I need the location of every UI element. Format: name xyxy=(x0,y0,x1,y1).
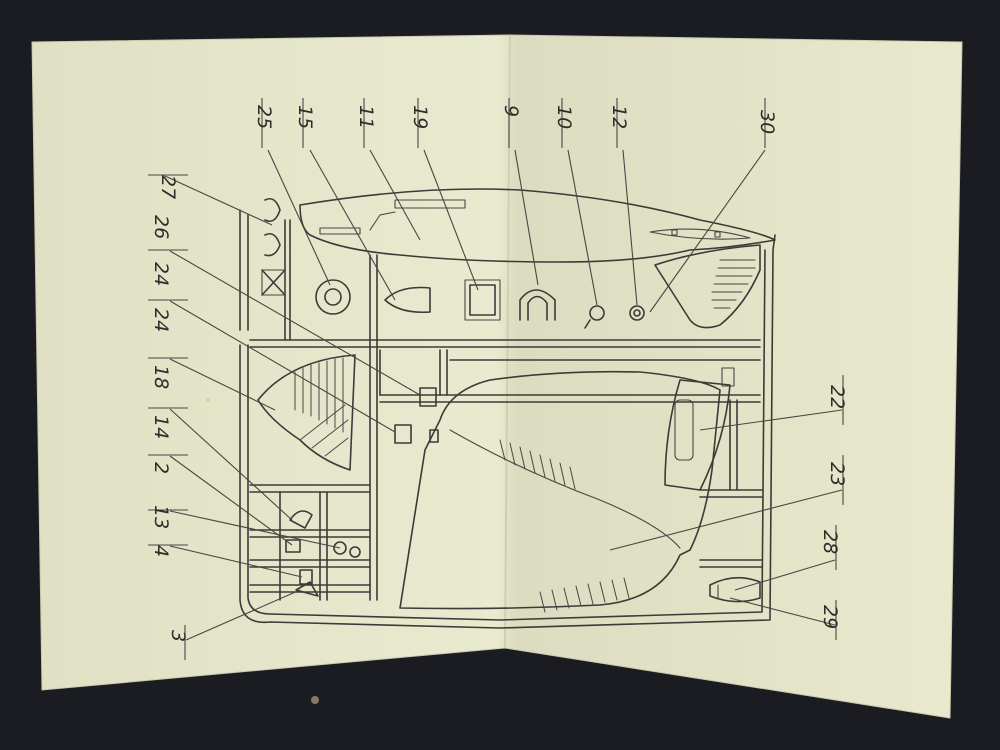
label-p9: 9 xyxy=(500,105,522,117)
part-wheel-25 xyxy=(315,279,351,315)
label-p26: 26 xyxy=(150,215,172,239)
part-fuselage xyxy=(299,188,776,263)
label-p23: 23 xyxy=(826,462,848,486)
part-26 xyxy=(419,387,437,407)
part-wing-23 xyxy=(399,370,721,613)
label-p15: 15 xyxy=(294,105,316,129)
label-p2: 2 xyxy=(150,462,172,474)
label-p4: 4 xyxy=(150,545,172,557)
leader-lines xyxy=(148,98,844,660)
label-p3: 3 xyxy=(167,630,189,642)
paper-stain xyxy=(311,696,319,704)
label-p29: 29 xyxy=(819,605,841,629)
label-p24b: 24 xyxy=(150,308,172,332)
label-p22: 22 xyxy=(826,385,848,409)
label-p14: 14 xyxy=(150,415,172,439)
label-p25: 25 xyxy=(253,105,275,129)
label-p12: 12 xyxy=(608,105,630,129)
part-labels: 27 25 15 11 19 9 10 12 30 26 24 24 18 14… xyxy=(150,105,848,642)
label-p28: 28 xyxy=(819,530,841,554)
part-12 xyxy=(629,305,645,321)
part-14 xyxy=(289,510,313,529)
part-10 xyxy=(584,305,605,329)
part-tail-fin xyxy=(654,244,761,329)
part-9 xyxy=(519,289,556,321)
label-p13: 13 xyxy=(150,505,172,529)
part-22 xyxy=(664,367,735,491)
label-p19: 19 xyxy=(409,105,431,129)
label-p24a: 24 xyxy=(150,262,172,286)
label-p27: 27 xyxy=(157,175,179,199)
part-27 xyxy=(261,197,286,296)
part-19 xyxy=(464,279,501,321)
label-p18: 18 xyxy=(150,365,172,389)
part-spinner-15 xyxy=(384,286,431,314)
part-3 xyxy=(295,581,319,597)
label-p30: 30 xyxy=(756,110,778,134)
part-2 xyxy=(285,539,301,553)
label-p10: 10 xyxy=(553,105,575,129)
part-28-29 xyxy=(709,576,761,603)
part-24 xyxy=(394,424,439,444)
paper-stain xyxy=(206,398,210,402)
label-p11: 11 xyxy=(355,105,377,129)
sprue-frame xyxy=(239,209,776,629)
part-13 xyxy=(333,541,361,558)
